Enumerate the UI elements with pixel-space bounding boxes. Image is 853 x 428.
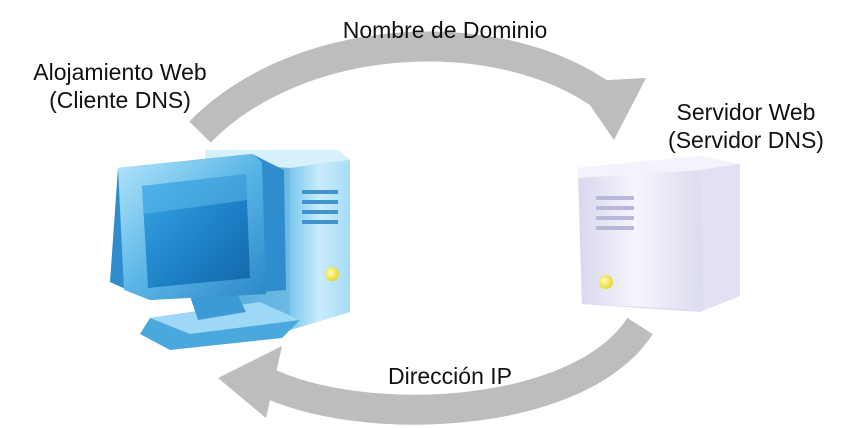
server-label-line1: Servidor Web (676, 99, 816, 125)
client-label: Alojamiento Web (Cliente DNS) (2, 58, 238, 114)
client-label-line2: (Cliente DNS) (49, 87, 191, 113)
curved-arrow-left-icon (218, 317, 653, 425)
server-label-line2: (Servidor DNS) (668, 127, 824, 153)
ip-address-label: Dirección IP (388, 363, 512, 389)
domain-name-label: Nombre de Dominio (342, 17, 548, 43)
server-tower-icon (578, 156, 740, 312)
vent-lines (596, 196, 634, 230)
client-label-line1: Alojamiento Web (33, 59, 207, 85)
vent-lines (302, 190, 338, 224)
power-led-icon (599, 275, 613, 289)
desktop-computer-icon (110, 150, 350, 350)
curved-arrow-right-icon (189, 31, 646, 143)
server-label: Servidor Web (Servidor DNS) (640, 98, 852, 154)
power-led-icon (325, 267, 339, 281)
